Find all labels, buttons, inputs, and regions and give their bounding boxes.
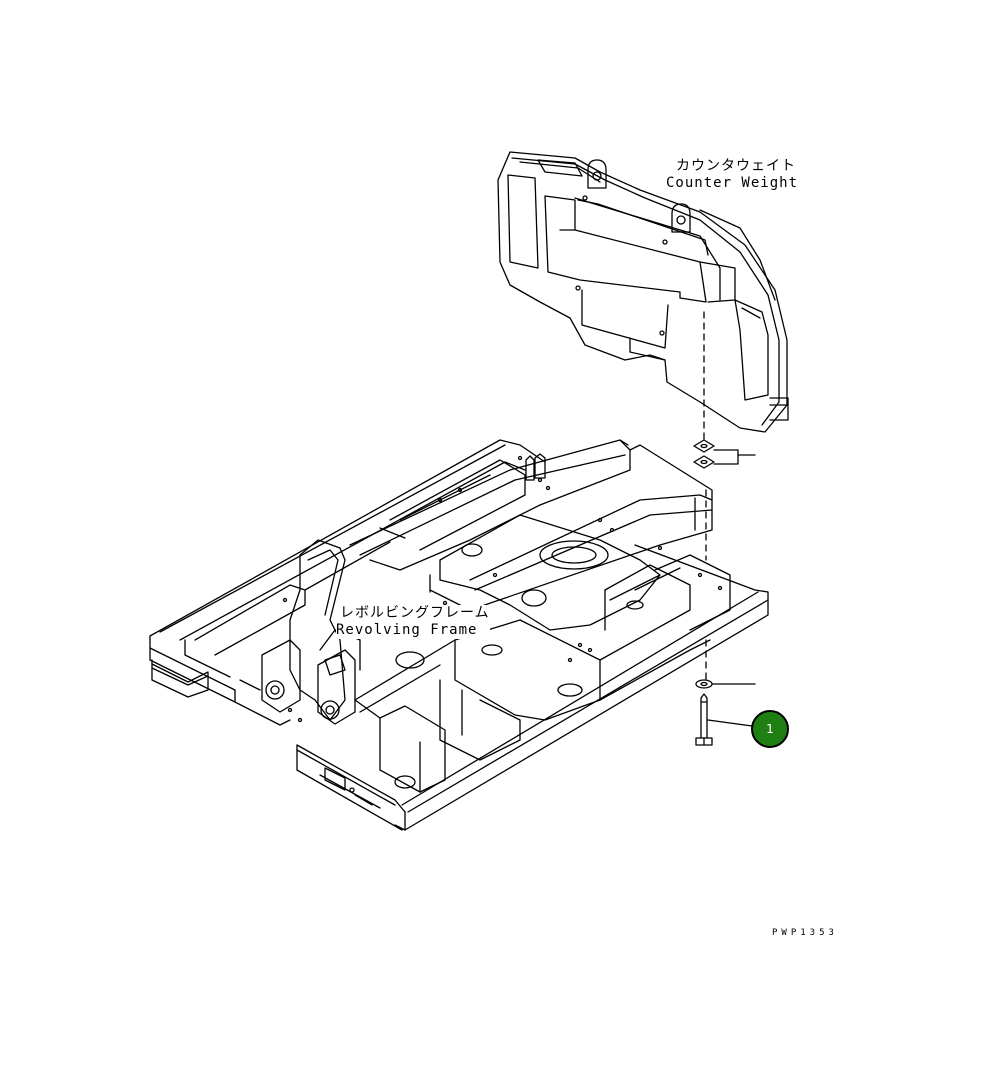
revolving-frame-label: レボルビングフレーム Revolving Frame: [336, 605, 490, 639]
part-callout-1[interactable]: 1: [751, 710, 789, 748]
drawing-code: PWP1353: [772, 928, 838, 938]
counter-weight-label: カウンタウェイト Counter Weight: [666, 158, 798, 192]
counter-weight-label-en: Counter Weight: [666, 175, 799, 191]
washer-lower: [695, 679, 713, 689]
revolving-frame-label-en: Revolving Frame: [336, 622, 490, 639]
washer-set-upper: [693, 439, 756, 469]
bolt: [700, 697, 708, 739]
counter-weight: [497, 151, 789, 433]
counter-weight-label-jp: カウンタウェイト: [676, 158, 796, 174]
revolving-frame-label-jp: レボルビングフレーム: [336, 605, 490, 622]
bolt-assembly: [695, 679, 756, 746]
